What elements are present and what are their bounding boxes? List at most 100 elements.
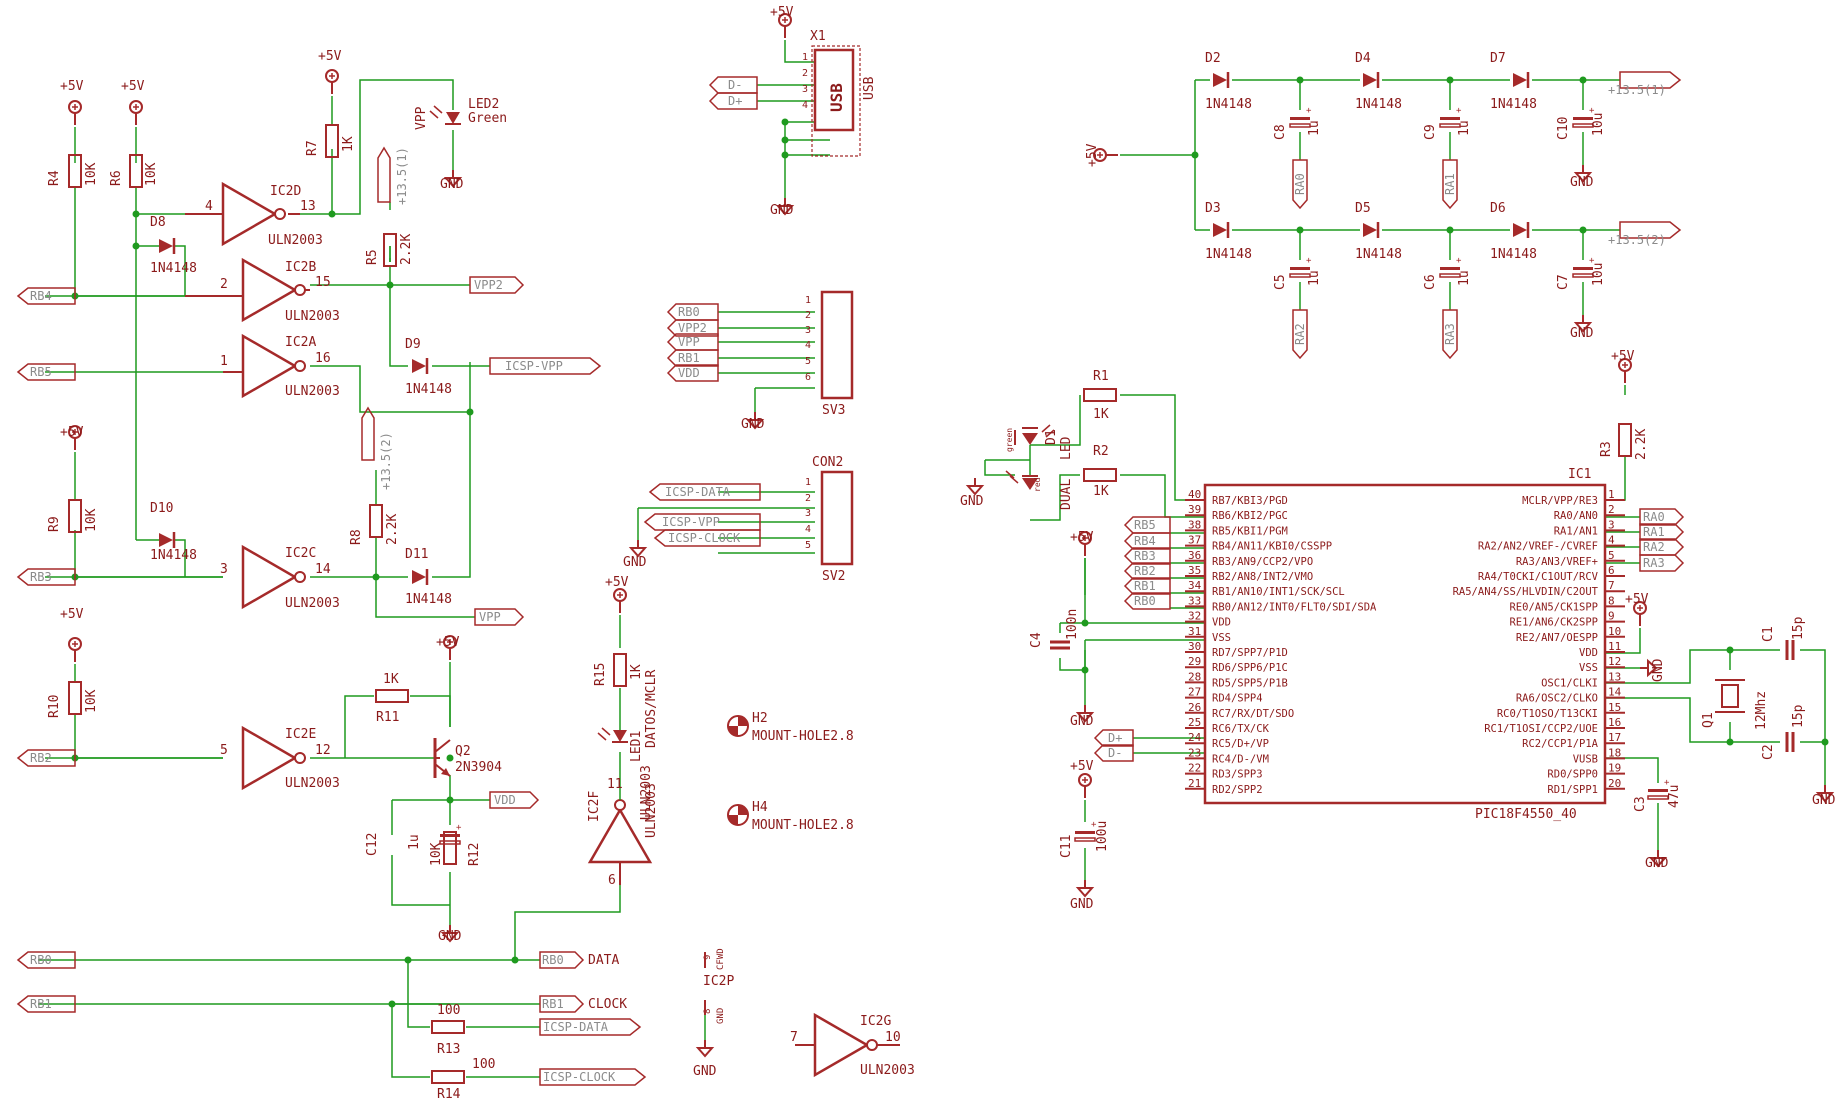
r7-name: R7 (305, 140, 320, 156)
usb-pin: 2 (802, 68, 808, 79)
ic2d-pin-in: 4 (205, 199, 213, 214)
pic-pin-function: VDD (1579, 647, 1598, 659)
ic2a-name: IC2A (285, 335, 316, 350)
net-13v5-2: +13.5(2) (379, 432, 393, 490)
pic-pin-number: 15 (1608, 701, 1621, 714)
net-pic-rb4: RB4 (1134, 534, 1156, 548)
sv3-label: VDD (678, 366, 700, 380)
pic-pin-number: 19 (1608, 762, 1621, 775)
pic-pin-function: RA6/OSC2/CLKO (1516, 693, 1598, 705)
pic-pin-function: RC4/D-/VM (1212, 753, 1269, 765)
gnd-label: GND (1570, 175, 1594, 190)
net-rb5: RB5 (30, 365, 52, 379)
flag-rb0-data (539, 951, 585, 969)
q1-name: Q1 (1701, 712, 1716, 728)
usb-connector (811, 45, 861, 157)
d10-val: 1N4148 (150, 548, 197, 563)
sv3-label: RB1 (678, 351, 700, 365)
d1-green: green (1005, 428, 1014, 452)
net-13v5-1-right: +13.5(1) (1608, 83, 1666, 97)
pic-pin-function: VUSB (1573, 753, 1598, 765)
gnd-label: GND (1570, 326, 1594, 341)
flag-ra3-c6 (1442, 309, 1458, 360)
c9-val: 1u (1457, 120, 1472, 136)
c9-name: C9 (1423, 124, 1438, 140)
supply-label: +5V (121, 79, 145, 94)
flag-pic-rb0 (1123, 592, 1171, 610)
pic-pin-function: VDD (1212, 617, 1231, 629)
usb-label2: USB (862, 76, 877, 100)
pic-pin-number: 36 (1188, 549, 1201, 562)
supply-label: +5V (60, 607, 84, 622)
gnd-label: GND (440, 177, 464, 192)
r5-name: R5 (365, 249, 380, 265)
flag-sv3-rb1 (666, 349, 719, 367)
flag-vdd (489, 791, 540, 809)
gnd-sym-pic12 (1640, 658, 1658, 678)
pic-pin-function: RD6/SPP6/P1C (1212, 662, 1288, 674)
net-ra2-c5: RA2 (1293, 323, 1307, 345)
pic-pin-function: RC6/TX/CK (1212, 723, 1270, 735)
pic-pin-number: 1 (1608, 488, 1615, 501)
pic-pin-function: RA2/AN2/VREF-/CVREF (1478, 541, 1598, 553)
supply-label: +5V (1070, 530, 1094, 545)
ic2b-pin-in: 2 (220, 277, 228, 292)
c7-name: C7 (1556, 274, 1571, 290)
net-vpp: VPP (479, 610, 501, 624)
d9-val: 1N4148 (405, 382, 452, 397)
sv2-title: CON2 (812, 455, 843, 470)
ic2g-pin-out: 10 (885, 1030, 901, 1045)
ic2b-pin-out: 15 (315, 275, 331, 290)
pic-pin-function: RB6/KBI2/PGC (1212, 510, 1288, 522)
ic2p-name: IC2P (703, 974, 734, 989)
r3-val: 2.2K (1634, 429, 1649, 460)
c12-name: C12 (365, 833, 380, 856)
pic-pin-function: RD0/SPP0 (1547, 769, 1598, 781)
net-pic-rb3: RB3 (1134, 549, 1156, 563)
gnd-label: GND (960, 494, 984, 509)
sv3-pin: 5 (805, 356, 811, 367)
pic-pin-function: RB4/AN11/KBI0/CSSPP (1212, 541, 1332, 553)
r2-name: R2 (1093, 444, 1109, 459)
c6-val: 1u (1457, 270, 1472, 286)
ic2e-pin-out: 12 (315, 743, 331, 758)
net-pic-rb1: RB1 (1134, 579, 1156, 593)
pic-pin-number: 14 (1608, 686, 1622, 699)
ic2g-name: IC2G (860, 1014, 891, 1029)
d11-val: 1N4148 (405, 592, 452, 607)
r9-name: R9 (47, 516, 62, 532)
net-rb3: RB3 (30, 570, 52, 584)
net-rb1-clock: RB1 (542, 997, 564, 1011)
h4-name: H4 (752, 800, 768, 815)
flag-pic-rb5 (1123, 516, 1171, 534)
pic-pin-number: 31 (1188, 625, 1201, 638)
flag-d-plus (708, 92, 758, 110)
sv3-name: SV3 (822, 403, 845, 418)
flag-13v5-1 (377, 146, 391, 203)
h4-val: MOUNT-HOLE2.8 (752, 818, 854, 833)
flag-vpp (474, 608, 525, 626)
pic-pin-number: 8 (1608, 594, 1615, 607)
sv2-pin: 5 (805, 540, 811, 551)
flag-d-minus (708, 76, 758, 94)
net-vdd: VDD (494, 793, 516, 807)
d5-name: D5 (1355, 201, 1371, 216)
c8-val: 1u (1307, 120, 1322, 136)
pic-pin-function: RD4/SPP4 (1212, 693, 1263, 705)
ic2f-pin-out: 11 (607, 777, 623, 792)
supply-label: +5V (318, 49, 342, 64)
pic-pin-number: 23 (1188, 746, 1201, 759)
net-13v5-1: +13.5(1) (395, 147, 409, 205)
net-rb2: RB2 (30, 751, 52, 765)
net-pic-ra0: RA0 (1643, 510, 1665, 524)
ic2f-name: IC2F (587, 791, 602, 822)
